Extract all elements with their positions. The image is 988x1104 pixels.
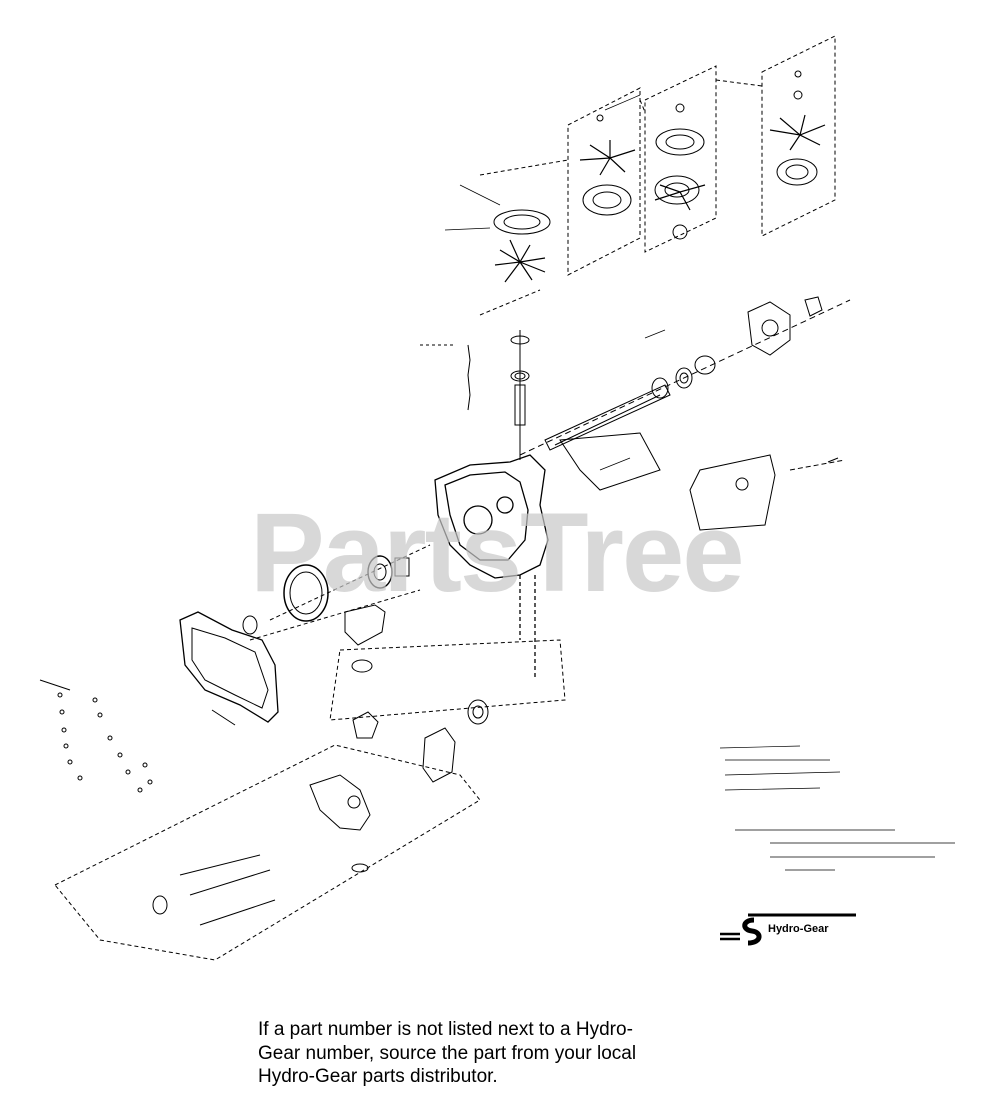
fan-pulley-group — [479, 35, 836, 283]
footnote-line: Gear number, source the part from your l… — [258, 1042, 637, 1064]
footnote: If a part number is not listed next to a… — [258, 1018, 688, 1089]
footnote-line: If a part number is not listed next to a… — [258, 1019, 633, 1040]
fastener-group — [39, 679, 153, 793]
main-housing — [434, 454, 549, 680]
gear-and-cover-group — [179, 544, 431, 723]
callout-lines — [444, 94, 955, 871]
watermark: PartsTree — [250, 490, 745, 615]
hydro-gear-logo — [720, 913, 856, 946]
axle-group — [519, 296, 851, 531]
footnote-line: Hydro-Gear parts distributor. — [258, 1066, 498, 1087]
input-shaft-group — [420, 289, 541, 460]
pump-motor-group — [54, 639, 566, 961]
logo-text: Hydro-Gear — [768, 923, 829, 935]
